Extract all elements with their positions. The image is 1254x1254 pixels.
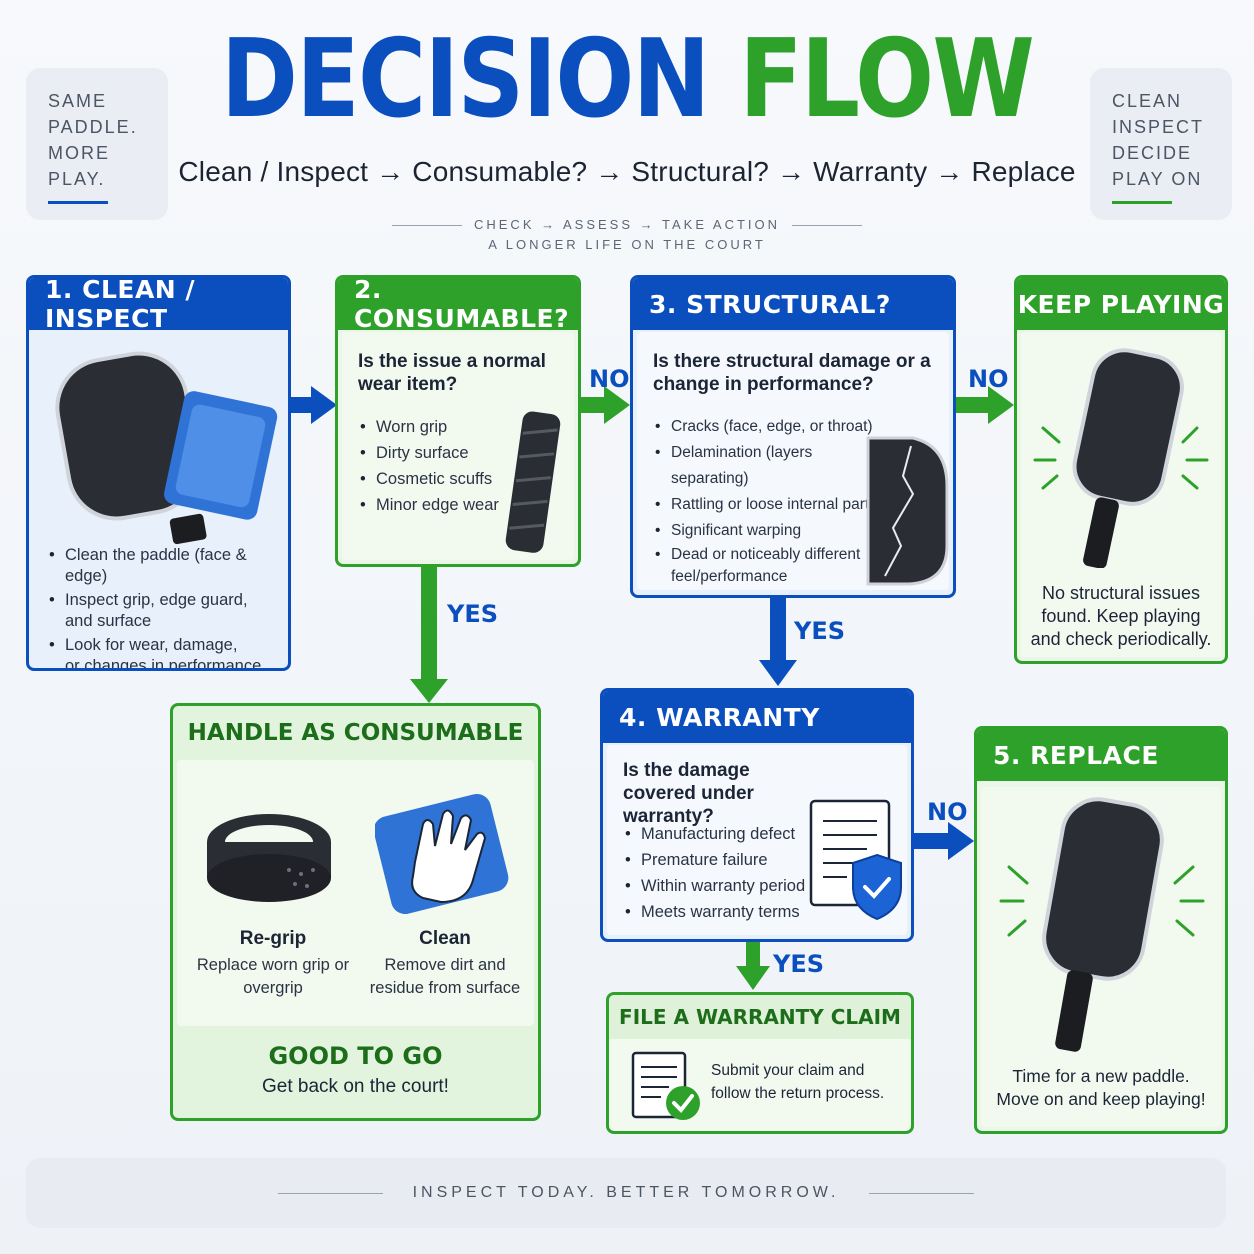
footer-text: INSPECT TODAY. BETTER TOMORROW. [412, 1184, 840, 1201]
arrow-step2-to-step3 [581, 386, 630, 424]
label-no: NO [927, 798, 968, 826]
list-item: Rattling or loose internal parts [655, 492, 885, 518]
step3-card: 3. STRUCTURAL? Is there structural damag… [630, 275, 956, 598]
good-to-go-text: Get back on the court! [262, 1076, 449, 1097]
accent-bar [48, 201, 108, 204]
step4-card: 4. WARRANTY Is the damage covered under … [600, 688, 914, 942]
label-no: NO [968, 365, 1009, 393]
sparkle-lines [1033, 426, 1209, 490]
list-item: Significant warping [655, 518, 885, 544]
new-paddle-icon [999, 797, 1205, 1052]
clean-text: Remove dirt and residue from surface [369, 956, 521, 997]
arrow-step3-to-keep [956, 386, 1014, 424]
clean-title: Clean [419, 928, 471, 949]
label-yes: YES [794, 617, 846, 645]
list-item: Worn grip [360, 414, 499, 440]
step4-body: Is the damage covered under warranty? Ma… [607, 745, 907, 935]
arrow-step1-to-step2 [291, 386, 337, 424]
step2-title: 2. CONSUMABLE? [338, 278, 578, 333]
list-item: Dead or noticeably different feel/perfor… [655, 544, 885, 588]
consumable-body: Re-grip Replace worn grip or overgrip Cl… [177, 760, 534, 1026]
list-item: Manufacturing defect [625, 821, 805, 847]
arrow-step4-to-claim [736, 942, 770, 990]
keep-playing-card: KEEP PLAYING No structural issues found.… [1014, 275, 1228, 664]
document-shield-icon [809, 799, 902, 921]
step4-question: Is the damage covered under warranty? [623, 760, 754, 827]
page-title: DECISION FLOW [88, 17, 1166, 142]
label-yes: YES [447, 600, 499, 628]
footer: INSPECT TODAY. BETTER TOMORROW. [26, 1158, 1226, 1228]
claim-title: FILE A WARRANTY CLAIM [609, 995, 911, 1039]
step4-title: 4. WARRANTY [603, 691, 911, 743]
arrow-step3-to-step4 [759, 598, 797, 686]
title-word-decision: DECISION [220, 17, 710, 142]
label-yes: YES [773, 950, 825, 978]
corner-right-text: CLEAN INSPECT DECIDE PLAY ON [1112, 91, 1205, 189]
claim-text: Submit your claim and follow the return … [711, 1062, 885, 1102]
list-item: Look for wear, damage, or changes in per… [49, 635, 288, 668]
grip-roll-icon [207, 814, 331, 902]
step2-card: 2. CONSUMABLE? Is the issue a normal wea… [335, 275, 581, 567]
step1-title: 1. CLEAN / INSPECT [29, 278, 288, 333]
divider [391, 225, 462, 227]
divider [277, 1192, 383, 1194]
accent-bar [1112, 201, 1172, 204]
corner-left-text: SAME PADDLE. MORE PLAY. [48, 91, 138, 189]
list-item: Meets warranty terms [625, 899, 805, 925]
list-item: Within warranty period [625, 873, 805, 899]
document-check-icon [631, 1051, 700, 1120]
step5-card: 5. REPLACE Time for a new paddle. Move o… [974, 726, 1228, 1134]
keep-playing-text: No structural issues found. Keep playing… [1030, 583, 1212, 649]
grip-icon [505, 411, 561, 553]
regrip-title: Re-grip [239, 928, 307, 949]
list-item: Premature failure [625, 847, 805, 873]
consumable-title: HANDLE AS CONSUMABLE [187, 720, 524, 746]
cleaning-glove-icon [375, 793, 509, 915]
step3-title: 3. STRUCTURAL? [633, 278, 953, 330]
step3-list: Cracks (face, edge, or throat) Delaminat… [655, 414, 885, 588]
step5-text: Time for a new paddle. Move on and keep … [996, 1066, 1206, 1109]
list-item: Clean the paddle (face & edge) [49, 545, 288, 587]
list-item: Minor edge wear [360, 492, 499, 518]
consumable-card: HANDLE AS CONSUMABLE Re-grip Replace wor… [170, 703, 541, 1121]
list-item: Inspect grip, edge guard, and surface [49, 590, 288, 632]
tagline-line2: A LONGER LIFE ON THE COURT [488, 237, 766, 252]
step2-question: Is the issue a normal wear item? [358, 351, 546, 395]
list-item: Cosmetic scuffs [360, 466, 499, 492]
regrip-text: Replace worn grip or overgrip [196, 956, 350, 997]
paddle-icon [1033, 348, 1209, 568]
title-word-flow: FLOW [739, 17, 1035, 142]
step4-list: Manufacturing defect Premature failure W… [625, 821, 805, 925]
label-no: NO [589, 365, 630, 393]
list-item: Cracks (face, edge, or throat) [655, 414, 885, 440]
cracked-paddle-icon [866, 436, 949, 586]
corner-card-right: CLEAN INSPECT DECIDE PLAY ON [1090, 68, 1232, 220]
tagline-line1: CHECK → ASSESS → TAKE ACTION [473, 217, 781, 232]
step2-list: Worn grip Dirty surface Cosmetic scuffs … [360, 414, 499, 518]
corner-card-left: SAME PADDLE. MORE PLAY. [26, 68, 168, 220]
step3-body: Is there structural damage or a change i… [637, 332, 949, 590]
arrow-step2-to-consumable [410, 567, 448, 703]
good-to-go-title: GOOD TO GO [268, 1042, 443, 1070]
step1-card: 1. CLEAN / INSPECT Clean the paddle (fac… [26, 275, 291, 671]
step3-question: Is there structural damage or a change i… [653, 351, 931, 395]
keep-playing-body: No structural issues found. Keep playing… [1021, 332, 1221, 657]
divider [869, 1192, 975, 1194]
paddle-towel-icon [55, 351, 278, 545]
step2-body: Is the issue a normal wear item? Worn gr… [342, 332, 574, 560]
sparkle-lines [999, 865, 1205, 937]
claim-card: FILE A WARRANTY CLAIM Submit your claim … [606, 992, 914, 1134]
tagline: CHECK → ASSESS → TAKE ACTION A LONGER LI… [0, 215, 1254, 255]
step5-title: 5. REPLACE [977, 729, 1225, 781]
divider [792, 225, 863, 227]
list-item: Dirty surface [360, 440, 499, 466]
flow-subtitle: Clean / Inspect → Consumable? → Structur… [178, 156, 1076, 187]
list-item: Delamination (layers separating) [655, 440, 885, 492]
step5-body: Time for a new paddle. Move on and keep … [981, 787, 1221, 1127]
arrow-step4-to-step5 [914, 822, 974, 860]
step1-list: Clean the paddle (face & edge) Inspect g… [29, 538, 288, 668]
keep-playing-title: KEEP PLAYING [1017, 278, 1225, 330]
